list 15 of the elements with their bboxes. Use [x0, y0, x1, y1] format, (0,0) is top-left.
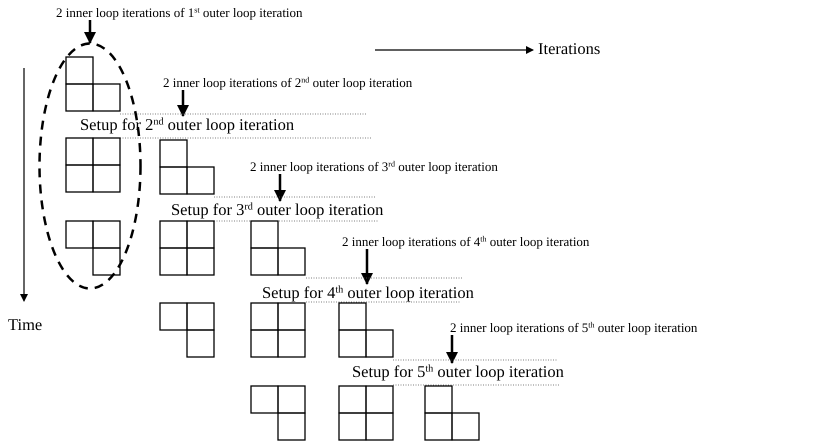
setup-label: Setup for 5$^{th}$ outer loop iteration [352, 364, 564, 380]
setup-label: Setup for 3$^{rd}$ outer loop iteration [171, 202, 384, 218]
arrow [177, 90, 189, 117]
annotation-text: 2 inner loop iterations of 4$^{th}$ outer loop iteration [342, 235, 590, 248]
axis-label: Iterations [538, 41, 600, 58]
annotation-text: 2 inner loop iterations of 3$^{rd}$ outer loop iteration [250, 160, 498, 173]
axis-label: Time [8, 317, 42, 334]
arrow [446, 335, 458, 364]
annotation-text: 2 inner loop iterations of 2$^{nd}$ outer loop iteration [163, 76, 412, 89]
arrow [361, 249, 373, 285]
annotation-text: 2 inner loop iterations of 1$^{st}$ outer loop iteration [56, 6, 303, 19]
setup-label: Setup for 4$^{th}$ outer loop iteration [262, 285, 474, 302]
arrow [84, 20, 96, 44]
dashed-ellipse [38, 42, 142, 290]
annotation-text: 2 inner loop iterations of 5$^{th}$ outer loop iteration [450, 321, 698, 334]
